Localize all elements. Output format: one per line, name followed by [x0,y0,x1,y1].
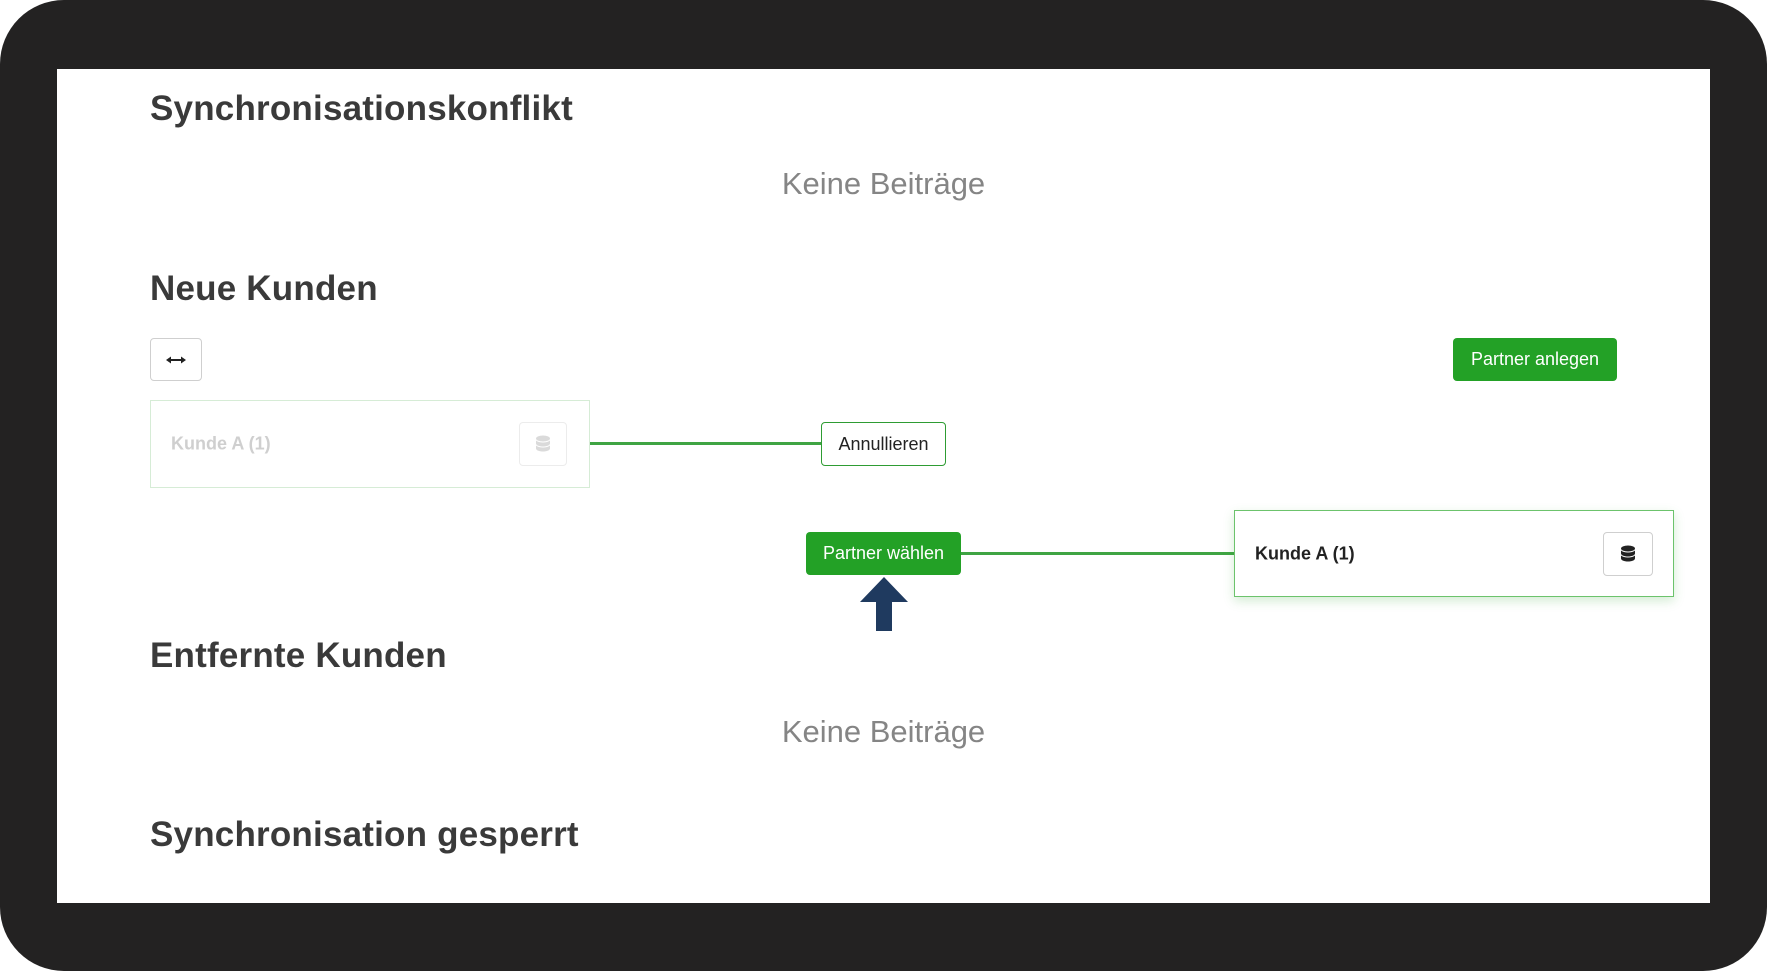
connector-line-cancel [590,442,821,445]
section-title-removed-customers: Entfernte Kunden [150,636,447,675]
customer-card-target[interactable]: Kunde A (1) [1234,510,1674,597]
database-button[interactable] [519,422,567,466]
create-partner-button[interactable]: Partner anlegen [1453,338,1617,381]
arrow-up-icon [860,577,908,631]
empty-state-removed-customers: Keine Beiträge [781,714,986,749]
screen: Synchronisationskonflikt Keine Beiträge … [57,69,1710,903]
database-icon [536,435,550,452]
database-icon [1621,545,1635,561]
section-title-locked: Synchronisation gesperrt [150,815,579,854]
database-button[interactable] [1603,531,1653,576]
swap-view-button[interactable] [150,338,202,381]
connector-line-partner [961,552,1234,555]
cancel-button[interactable]: Annullieren [821,422,946,466]
customer-card-source[interactable]: Kunde A (1) [150,400,590,488]
customer-card-label: Kunde A (1) [1255,543,1355,563]
customer-card-label: Kunde A (1) [171,433,271,454]
empty-state-conflict: Keine Beiträge [781,166,986,201]
swap-horizontal-icon [166,356,186,363]
section-title-new-customers: Neue Kunden [150,269,378,308]
section-title-conflict: Synchronisationskonflikt [150,89,573,128]
choose-partner-button[interactable]: Partner wählen [806,532,961,575]
